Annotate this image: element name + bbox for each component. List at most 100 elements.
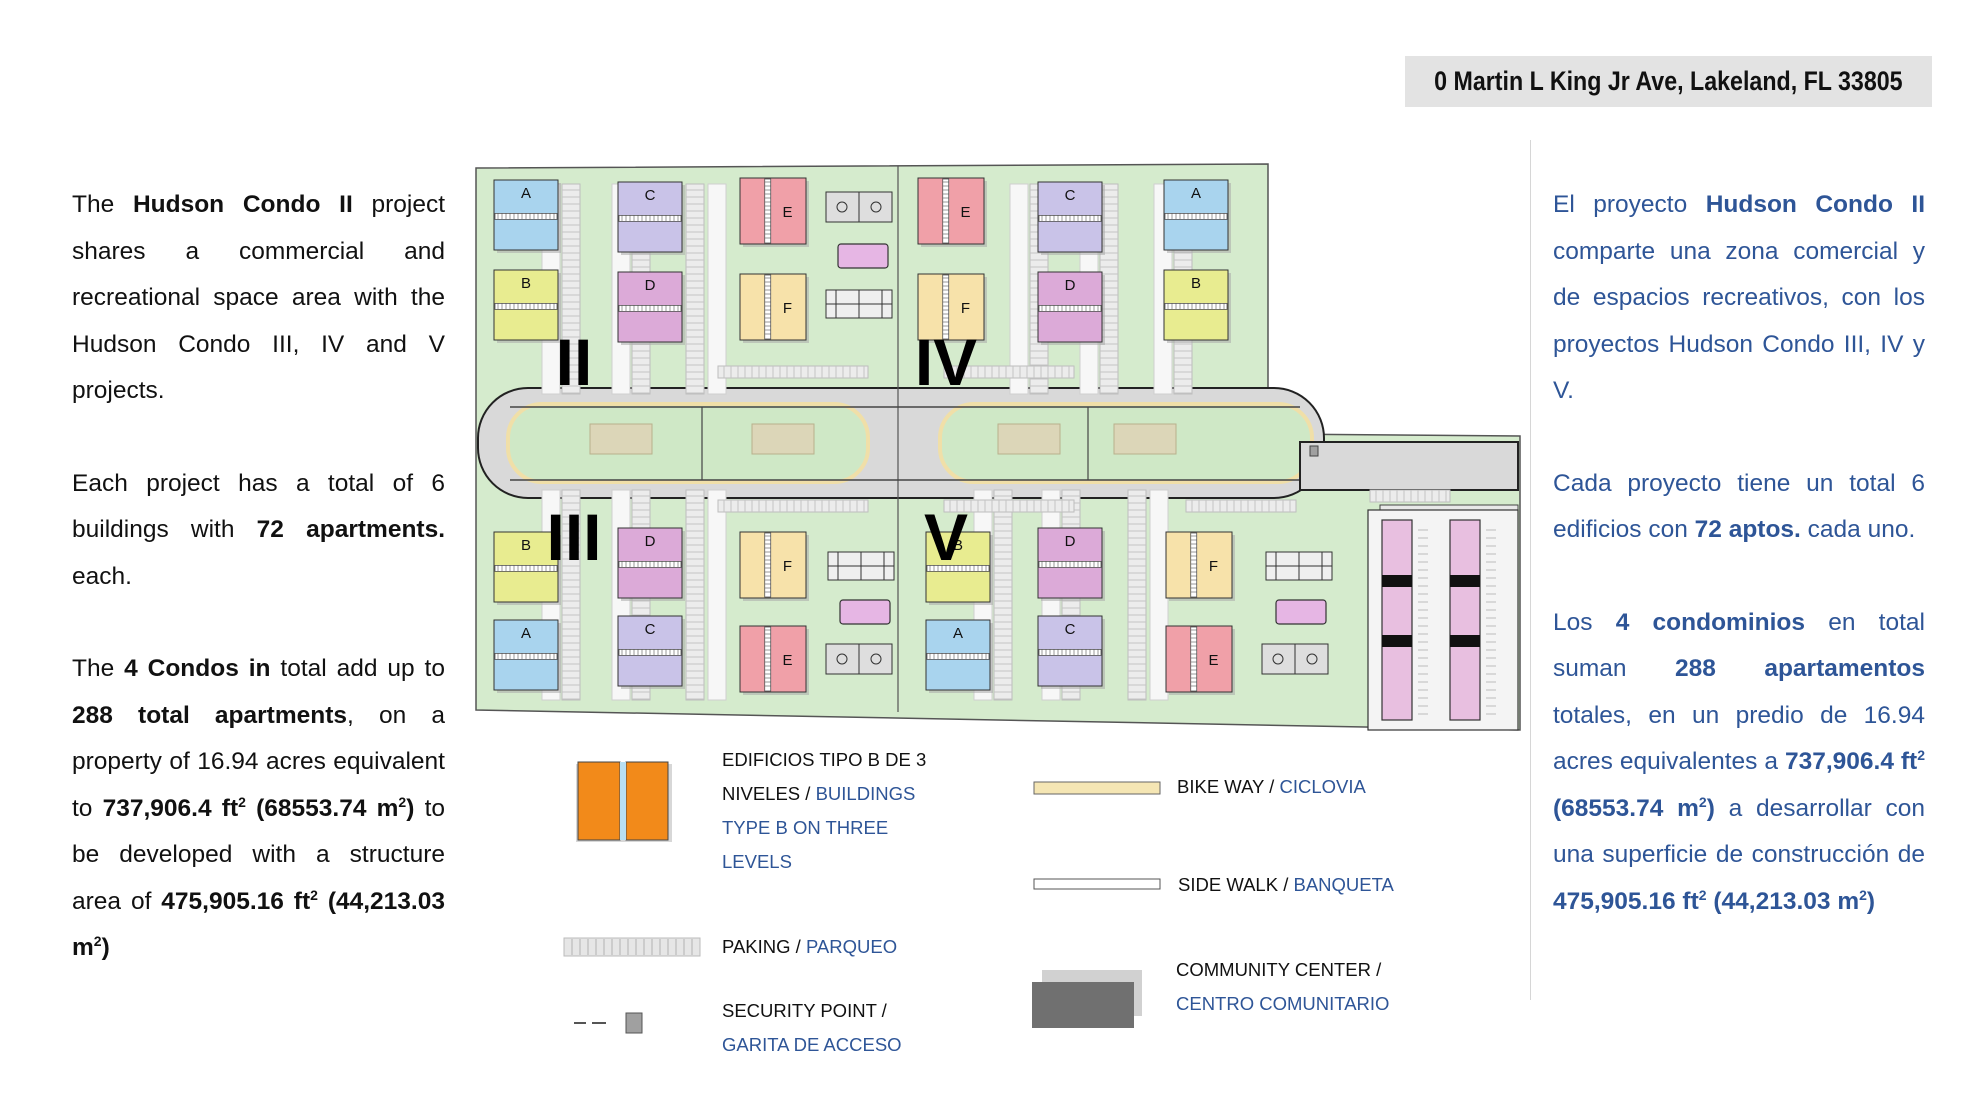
building-iii-d: D <box>617 527 685 601</box>
text-run: (44,213.03 m <box>72 887 445 962</box>
svg-text:F: F <box>783 558 792 575</box>
text-run: to be developed with a structure area of <box>72 794 446 915</box>
building-iv-d: D <box>1037 271 1105 345</box>
text-run: 72 aptos. <box>1694 516 1801 543</box>
text-run: 72 apartments. <box>256 516 445 543</box>
english-paragraph-3: The 4 Condos in total add up to 288 tota… <box>72 646 445 972</box>
pool-north <box>837 243 889 269</box>
text-run: (68553.74 m <box>1553 794 1699 822</box>
legend-parking: PAKING / PARQUEO <box>722 930 897 964</box>
svg-text:E: E <box>783 204 793 221</box>
legend-parking-swatch <box>563 937 701 957</box>
east-parking-row <box>1381 519 1413 721</box>
english-paragraph-1: The Hudson Condo II project shares a com… <box>72 182 445 415</box>
building-iii-c: C <box>617 615 685 689</box>
legend-buildings-label-en: BUILDINGS <box>815 783 916 804</box>
building-ii-c: C <box>617 181 685 255</box>
text-run: comparte una zona comercial y de espacio… <box>1553 237 1925 405</box>
parking-strip <box>561 489 581 701</box>
building-iii-f: F <box>739 531 809 601</box>
section-label-v: V <box>924 500 968 574</box>
text-run: Hudson Condo II <box>132 191 353 218</box>
text-run: 288 total apartments <box>72 701 347 729</box>
building-iv-c: C <box>1037 181 1105 255</box>
svg-text:B: B <box>953 537 963 554</box>
legend-parking-label-es: PARQUEO <box>805 936 898 957</box>
text-run: 2 <box>310 886 318 903</box>
text-run: El proyecto <box>1553 191 1706 218</box>
svg-text:E: E <box>1209 652 1219 669</box>
svg-text:A: A <box>1191 185 1201 202</box>
pool-south-west <box>839 599 891 625</box>
spanish-paragraph-1: El proyecto Hudson Condo II comparte una… <box>1553 182 1925 415</box>
legend-community-swatch <box>1032 970 1142 1028</box>
text-run: Los <box>1553 608 1616 636</box>
text-run: ) <box>1866 887 1876 915</box>
text-run: Cada proyecto tiene un total 6 edificios… <box>1553 469 1925 544</box>
legend-community-label: COMMUNITY CENTER / <box>1176 959 1382 980</box>
building-ii-d: D <box>617 271 685 345</box>
svg-text:B: B <box>521 275 531 292</box>
svg-text:E: E <box>961 204 971 221</box>
text-run: ) <box>406 794 415 822</box>
legend-sidewalk: SIDE WALK / BANQUETA <box>1178 868 1394 902</box>
svg-text:E: E <box>783 652 793 669</box>
commercial-pad <box>997 423 1061 455</box>
tennis-south-west <box>827 551 895 581</box>
english-paragraph-2: Each project has a total of 6 buildings … <box>72 461 445 601</box>
building-ii-a: A <box>493 179 561 253</box>
spanish-paragraph-3: Los 4 condominios en total suman 288 apa… <box>1553 600 1925 926</box>
parking-strip <box>561 183 581 395</box>
text-run: 4 Condos in <box>124 655 271 682</box>
svg-text:D: D <box>645 533 656 550</box>
text-run: Hudson Condo II <box>1705 191 1925 218</box>
svg-text:B: B <box>1191 275 1201 292</box>
svg-text:A: A <box>521 185 531 202</box>
address-text: 0 Martin L King Jr Ave, Lakeland, FL 338… <box>1434 66 1903 96</box>
drive-lane <box>707 183 727 395</box>
text-run: Each project has a total of 6 buildings … <box>72 469 445 544</box>
parking-strip <box>943 499 1075 513</box>
legend-buildings-label-2: NIVELES / <box>722 783 816 804</box>
legend-parking-label: PAKING / <box>722 936 806 957</box>
building-iv-a: A <box>1163 179 1231 253</box>
svg-text:F: F <box>783 300 792 317</box>
text-run: cada uno. <box>1800 516 1916 543</box>
text-run: 288 apartamentos <box>1675 655 1925 682</box>
building-v-c: C <box>1037 615 1105 689</box>
legend-community: COMMUNITY CENTER / CENTRO COMUNITARIO <box>1176 953 1389 1021</box>
building-iv-e: E <box>917 177 987 247</box>
building-v-b: B <box>925 531 993 605</box>
text-run: (68553.74 m <box>245 794 399 822</box>
court-north <box>825 191 893 223</box>
column-divider <box>1530 140 1531 1000</box>
spanish-description: El proyecto Hudson Condo II comparte una… <box>1553 182 1925 925</box>
text-run: a desarrollar con una superficie de cons… <box>1553 794 1925 869</box>
parking-divider <box>1382 635 1412 647</box>
parking-strip <box>993 489 1013 701</box>
parking-strip <box>685 489 705 701</box>
text-run: 737,906.4 ft <box>1784 748 1918 775</box>
court-south-west <box>825 643 893 675</box>
east-parking-row <box>1449 519 1481 721</box>
legend-building-swatch <box>576 761 672 842</box>
building-v-a: A <box>925 619 993 693</box>
text-run: 737,906.4 ft <box>102 794 239 822</box>
svg-text:D: D <box>1065 533 1076 550</box>
text-run: 2 <box>398 793 407 810</box>
parking-divider <box>1450 575 1480 587</box>
building-iii-b: B <box>493 531 561 605</box>
legend-bikeway-swatch <box>1033 781 1161 795</box>
text-run: 475,905.16 ft <box>1553 887 1699 915</box>
text-run: totales, en un predio de 16.94 acres equ… <box>1553 701 1925 776</box>
text-run: 2 <box>1698 793 1707 810</box>
building-ii-f: F <box>739 273 809 343</box>
legend-buildings-label-en-3: LEVELS <box>722 851 792 872</box>
building-iii-a: A <box>493 619 561 693</box>
building-v-f: F <box>1165 531 1235 601</box>
legend-security: SECURITY POINT / GARITA DE ACCESO <box>722 994 902 1062</box>
text-run: ) <box>1706 794 1715 822</box>
legend-security-swatch <box>574 1012 643 1034</box>
svg-text:A: A <box>521 625 531 642</box>
